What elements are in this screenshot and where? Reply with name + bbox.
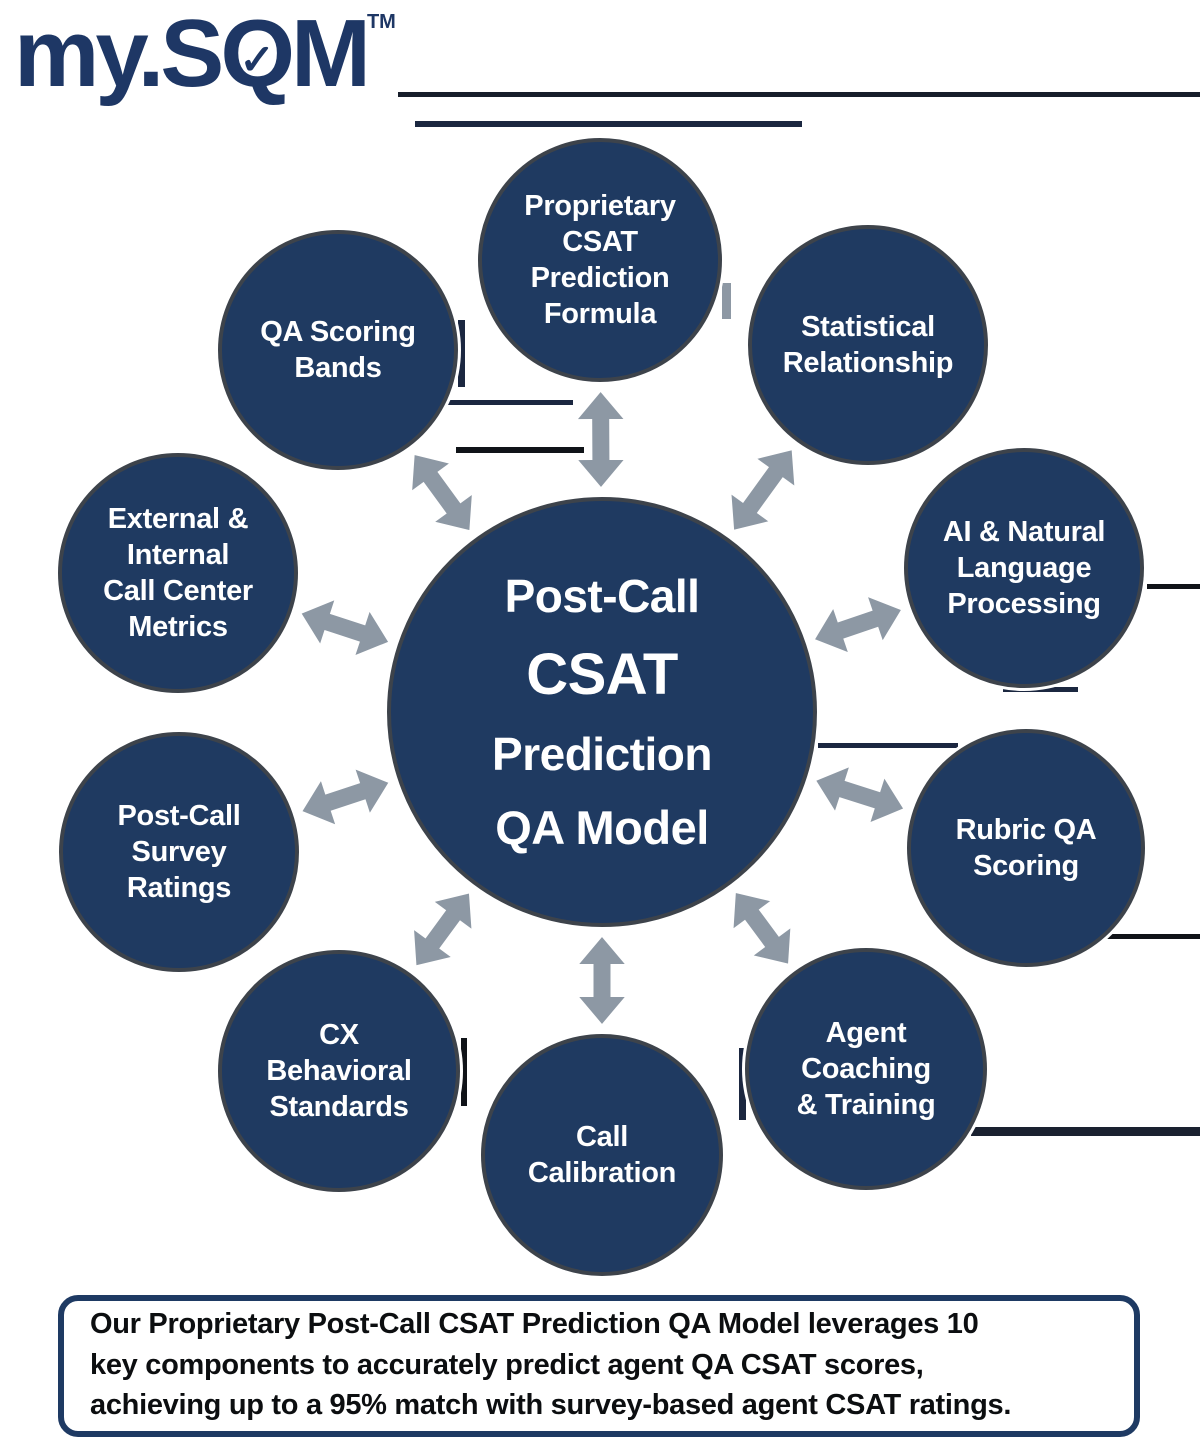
summary-text: Our Proprietary Post-Call CSAT Predictio… bbox=[64, 1300, 1035, 1432]
node-rubric-qa-scoring: Rubric QA Scoring bbox=[907, 729, 1145, 967]
logo-q-glyph: Q bbox=[220, 0, 295, 107]
callout-line bbox=[722, 283, 731, 319]
node-label-line: CSAT bbox=[562, 225, 638, 258]
node-label-line: Survey bbox=[131, 835, 227, 868]
node-label-line: Formula bbox=[543, 298, 657, 331]
node-label-line: AI & Natural bbox=[942, 515, 1106, 548]
node-label-line: Metrics bbox=[128, 611, 228, 644]
node-label: Rubric QA Scoring bbox=[911, 812, 1141, 885]
callout-line bbox=[971, 1127, 1200, 1136]
logo-check-icon: ✓ bbox=[239, 35, 275, 83]
callout-line bbox=[1097, 934, 1200, 939]
double-arrow bbox=[810, 760, 909, 829]
center-node-post-call-csat-prediction-qa-model: Post-Call CSAT Prediction QA Model bbox=[387, 497, 817, 927]
callout-line bbox=[1003, 687, 1078, 692]
node-label-line: Processing bbox=[947, 588, 1101, 621]
summary-box: Our Proprietary Post-Call CSAT Predictio… bbox=[58, 1295, 1140, 1437]
node-label-line: Language bbox=[956, 551, 1092, 584]
callout-line bbox=[443, 400, 573, 405]
logo: my.SQ✓MTM bbox=[14, 6, 396, 102]
node-label-line: Proprietary bbox=[524, 189, 676, 222]
summary-line: key components to accurately predict age… bbox=[90, 1348, 924, 1381]
callout-line bbox=[456, 447, 584, 453]
node-label-line: Ratings bbox=[126, 872, 232, 905]
callout-line bbox=[415, 121, 802, 127]
node-label-line: Calibration bbox=[527, 1157, 677, 1189]
double-arrow bbox=[296, 762, 395, 832]
node-label-line: & Training bbox=[796, 1089, 936, 1122]
node-label-line: Rubric QA bbox=[955, 813, 1097, 846]
callout-line bbox=[739, 1048, 746, 1120]
node-label-line: Prediction bbox=[530, 262, 670, 294]
callout-line bbox=[458, 320, 465, 387]
logo-letter-q: Q✓ bbox=[220, 6, 295, 102]
node-label-line: QA Scoring bbox=[260, 315, 416, 348]
double-arrow bbox=[409, 888, 476, 971]
logo-rule-line bbox=[398, 92, 1200, 97]
callout-line bbox=[818, 743, 958, 748]
center-line: Prediction bbox=[492, 728, 712, 780]
double-arrow bbox=[407, 450, 477, 536]
summary-line: achieving up to a 95% match with survey-… bbox=[90, 1389, 1012, 1422]
node-label-line: CX bbox=[319, 1018, 359, 1051]
double-arrow bbox=[726, 445, 799, 535]
double-arrow bbox=[729, 888, 795, 969]
node-label-line: Coaching bbox=[801, 1052, 931, 1085]
double-arrow bbox=[809, 590, 907, 659]
center-line: QA Model bbox=[495, 801, 709, 854]
node-label-line: Agent bbox=[825, 1016, 907, 1049]
node-label-line: Internal bbox=[126, 538, 230, 571]
node-label-line: Call bbox=[576, 1120, 628, 1153]
double-arrow bbox=[570, 930, 634, 1031]
center-line: Post-Call bbox=[504, 570, 700, 622]
callout-line bbox=[1147, 584, 1200, 589]
logo-trademark: TM bbox=[366, 11, 396, 33]
node-label-line: Relationship bbox=[782, 347, 954, 379]
double-arrow bbox=[295, 593, 394, 662]
center-node-label: Post-Call CSAT Prediction QA Model bbox=[391, 573, 813, 851]
node-label-line: Behavioral bbox=[266, 1054, 412, 1087]
node-label-line: Bands bbox=[294, 352, 382, 384]
callout-line bbox=[461, 1038, 467, 1106]
summary-line: Our Proprietary Post-Call CSAT Predictio… bbox=[90, 1308, 979, 1341]
center-line: CSAT bbox=[526, 642, 678, 707]
node-label-line: External & bbox=[107, 502, 249, 535]
node-label-line: Statistical bbox=[801, 310, 935, 343]
logo-text-post: M bbox=[291, 0, 371, 107]
double-arrow bbox=[569, 385, 633, 494]
node-label-line: Post-Call bbox=[117, 799, 241, 832]
node-label-line: Standards bbox=[269, 1091, 409, 1124]
node-label-line: Call Center bbox=[103, 575, 253, 607]
node-label-line: Scoring bbox=[973, 850, 1079, 882]
logo-text-pre: my.S bbox=[14, 0, 224, 107]
